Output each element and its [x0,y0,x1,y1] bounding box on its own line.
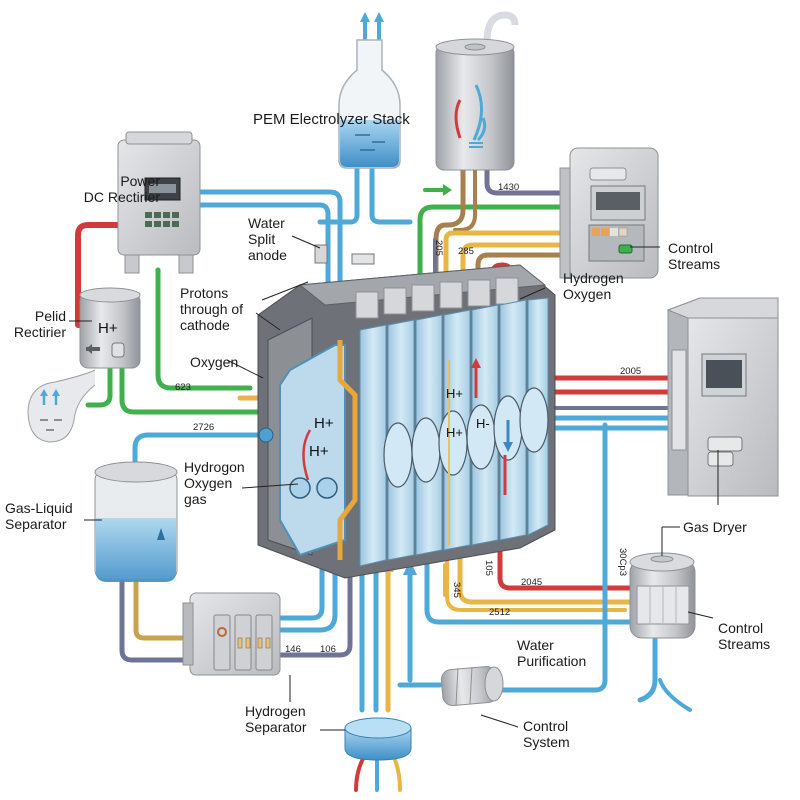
label-gas-liquid-separator: Gas-Liquid Separator [5,500,73,532]
arrow-head [374,12,384,22]
slate-pipe [119,579,193,663]
anode-arc [302,429,312,481]
leader-lines [69,235,719,731]
flow-value-2005: 2005 [620,366,642,377]
label-hydrogen-separator: Hydrogen Separator [245,703,307,735]
water-pipe [277,557,325,621]
hydrogen-pipe [457,542,633,605]
right-control-cabinet [666,297,779,497]
electrolyzer-stack [257,244,556,579]
diagram-title: PEM Electrolyzer Stack [253,111,410,128]
green-pipe [417,204,568,323]
hydrogen-separator-control-box [182,592,281,676]
power-dc-rectifier [117,131,201,274]
membrane [337,340,358,560]
flow-value-2512: 2512 [489,607,511,618]
oxygen-inflow-arrow [354,753,367,792]
slate-pipe [484,167,568,196]
water-pipe [492,422,608,693]
oxygen-pipe [497,542,633,591]
flow-value-105: 105 [483,560,494,576]
label-protons-through-cathode: Protons through of cathode [180,285,244,333]
flow-value-30cp3: 30Cp3 [617,548,628,576]
pelid-rectifier-tank [27,287,141,443]
arrow-head [443,184,452,196]
water-outflow [637,632,658,703]
control-streams-cabinet-top [559,147,659,279]
label-water-purification: Water Purification [517,637,587,669]
ion-label-hplus: H+ [446,425,463,440]
valve [314,244,328,264]
keypad [145,212,179,227]
gas-liquid-separator-tank [94,461,178,582]
flow-value-106: 106 [320,644,336,655]
heater-tank [435,11,519,171]
label-control-system: Control System [523,718,570,750]
hydrogen-outflow [391,753,402,792]
arrow-head [360,12,370,22]
flow-value-205: 205 [433,240,444,256]
green-pipe [85,365,113,408]
arrow-head [403,560,417,575]
water-outflow [658,678,692,712]
oxygen-pipe [75,222,128,328]
ion-label-hplus: H+ [98,320,118,337]
label-pelid-rectifier: Pelid Rectirier [13,308,66,340]
brown-pipe [433,167,466,303]
flow-value-623: 623 [175,382,191,393]
hydrogen-bubble [289,477,311,499]
label-power-dc-rectifier: Power DC Rectirier [83,173,160,205]
arrow-head [503,442,513,452]
water-pipe [317,162,360,225]
hydrogen-pipe [445,543,627,612]
label-oxygen: Oxygen [190,354,239,370]
label-water-split-anode: Water Split anode [248,215,287,263]
brown-pipe [453,168,477,232]
flow-value-146: 146 [285,644,301,655]
label-control-streams-right: Control Streams [718,620,771,652]
water-pipe [197,202,331,303]
pipes [75,12,692,792]
flow-value-2045: 2045 [521,577,543,588]
label-hydrogen-oxygen-gas: Hydrogon Oxygen gas [184,459,245,507]
green-pipe [155,267,253,391]
flow-value-345: 345 [451,582,462,598]
ion-label-hplus: H+ [446,386,463,401]
slate-pipe [277,557,353,658]
label-control-streams-top: Control Streams [668,240,721,272]
hydrogen-pipe [460,242,568,333]
valve [351,253,375,265]
ion-label-hplus: H+ [314,415,334,432]
control-system-unit [440,666,504,707]
ion-label-hminus: H- [476,416,490,431]
brown-pipe [133,579,193,641]
label-gas-dryer: Gas Dryer [683,519,747,535]
arrow-head [471,358,481,368]
water-pipe [369,162,413,225]
gas-dryer-unit [629,552,696,639]
green-pipe [119,365,293,415]
water-pipe [132,432,268,473]
label-hydrogen-oxygen: Hydrogen Oxygen [563,270,624,302]
flow-value-1430: 1430 [498,182,520,193]
cell-top-tabs [355,277,519,319]
brown-pipe [475,252,568,303]
hydrogen-separator-disc [344,717,412,761]
hydrogen-pipe [443,230,568,333]
water-pipe [197,189,343,303]
water-pipe [277,557,338,633]
oxygen-bubble [316,477,338,499]
gas-chambers [383,387,549,488]
flow-value-2726: 2726 [193,422,215,433]
inlet-valve [258,427,274,443]
water-pipe [424,542,633,625]
pem-stack-bottle [338,39,401,169]
flow-value-285: 285 [458,246,474,257]
ion-label-hplus: H+ [309,443,329,460]
